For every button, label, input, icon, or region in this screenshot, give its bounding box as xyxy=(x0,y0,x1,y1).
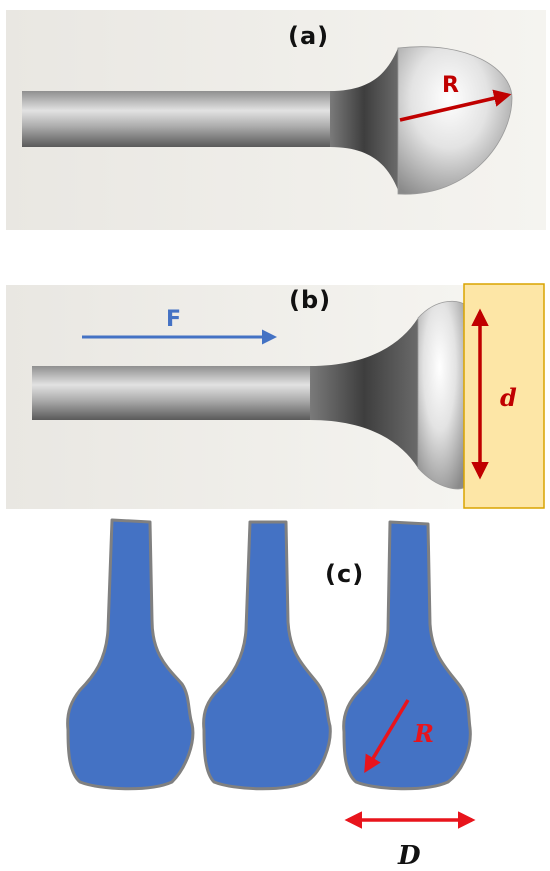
panel-a: R (a) xyxy=(6,10,546,230)
panel-b: d F (b) xyxy=(6,283,545,509)
panel-c-diameter-label: D xyxy=(397,841,421,871)
panel-b-label: (b) xyxy=(289,286,331,314)
panel-b-contact-label: d xyxy=(500,383,517,412)
panel-a-radius-label: R xyxy=(442,73,459,98)
fiber-tip-2 xyxy=(202,520,332,791)
panel-c-radius-label: R xyxy=(413,719,434,748)
panel-c: R D (c) xyxy=(66,518,476,871)
panel-b-cap xyxy=(417,300,467,490)
panel-a-label: (a) xyxy=(288,22,329,50)
panel-a-radius-arrow xyxy=(399,89,512,122)
panel-a-rod xyxy=(22,91,352,147)
panel-b-force-label: F xyxy=(166,307,181,332)
panel-b-neck xyxy=(310,318,418,468)
fiber-tip-3 xyxy=(342,520,472,791)
panel-a-cap xyxy=(397,46,513,195)
panel-b-rod xyxy=(32,366,332,420)
fiber-tip-1 xyxy=(66,518,195,791)
panel-c-label: (c) xyxy=(325,560,364,588)
panel-c-radius-arrow xyxy=(364,699,410,774)
panel-a-neck xyxy=(330,48,398,190)
